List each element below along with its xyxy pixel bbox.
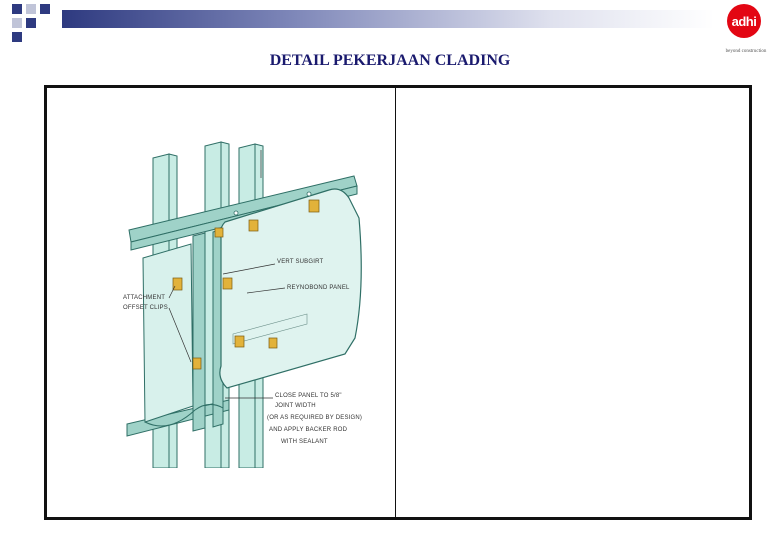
label-attachment-line2: OFFSET CLIPS (123, 305, 168, 311)
label-close-line4: AND APPLY BACKER ROD (269, 427, 348, 433)
corner-squares-decoration (12, 4, 50, 42)
label-panel: REYNOBOND PANEL (287, 285, 350, 291)
header-gradient-band (62, 10, 714, 28)
logo-circle: adhi (727, 4, 761, 38)
label-close-line3: (OR AS REQUIRED BY DESIGN) (267, 415, 363, 421)
content-frame: VERT SUBGIRT REYNOBOND PANEL ATTACHMENT … (44, 85, 752, 520)
frame-divider (395, 88, 396, 517)
label-close-line1: CLOSE PANEL TO 5/8" (275, 393, 342, 399)
adhi-logo: adhi beyond construction (718, 4, 774, 62)
label-attachment-line1: ATTACHMENT (123, 295, 166, 301)
page-title: DETAIL PEKERJAAN CLADING (269, 52, 511, 69)
logo-tagline: beyond construction (725, 49, 767, 54)
cladding-drawing-svg (126, 141, 362, 469)
cladding-detail-drawing: VERT SUBGIRT REYNOBOND PANEL ATTACHMENT … (109, 138, 389, 469)
label-close-line2: JOINT WIDTH (275, 403, 316, 409)
label-vert-subgirt: VERT SUBGIRT (277, 259, 324, 265)
label-close-line5: WITH SEALANT (281, 439, 328, 445)
